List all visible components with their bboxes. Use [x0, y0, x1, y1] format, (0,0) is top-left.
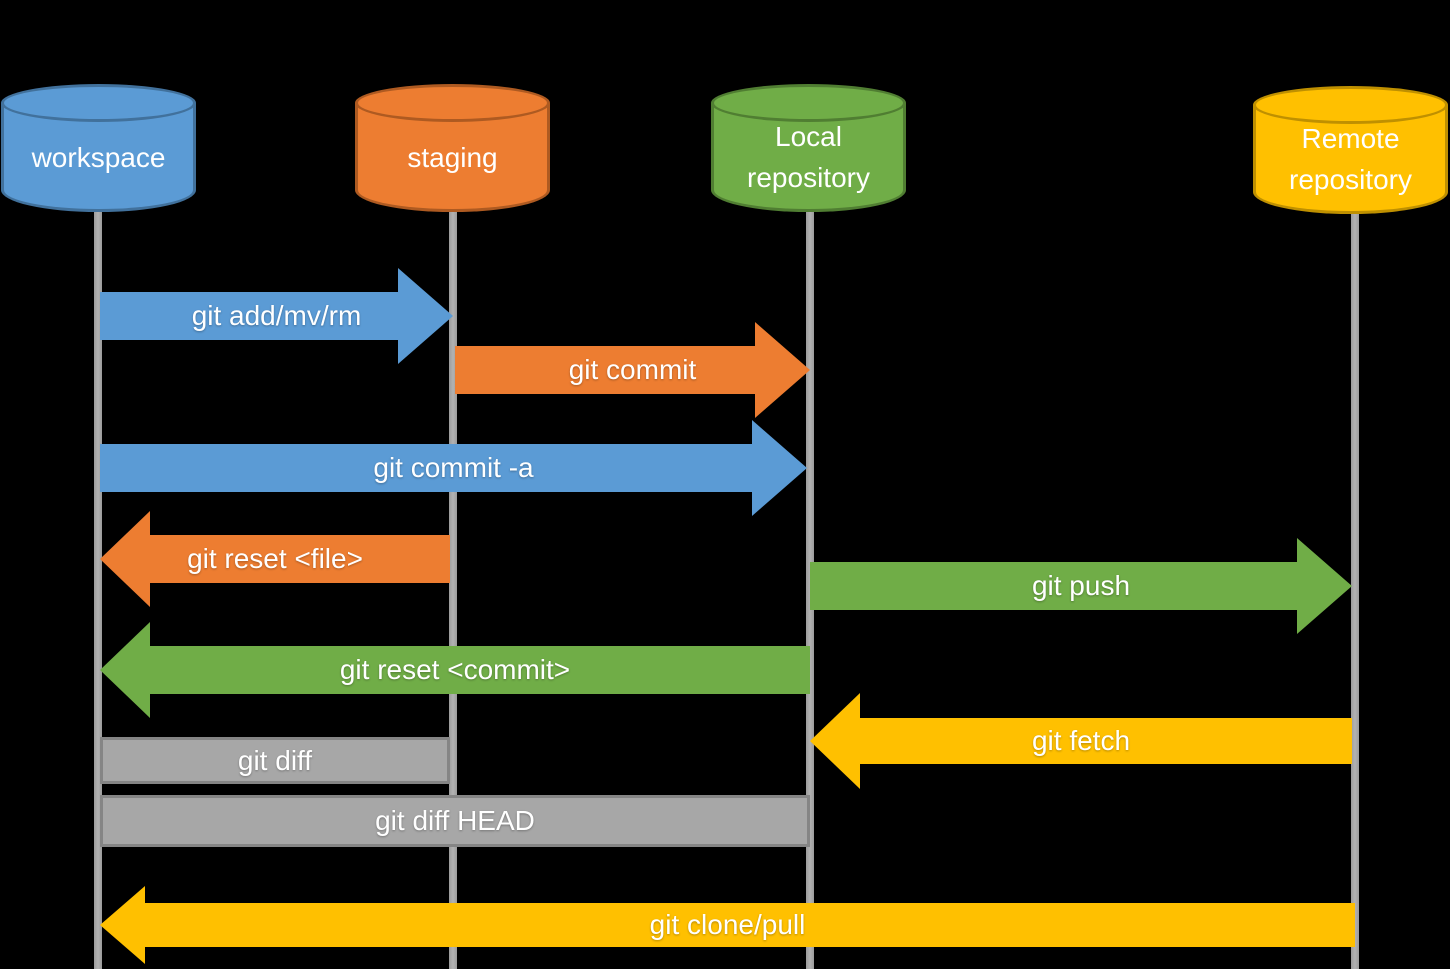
arrow-head-left-icon	[100, 511, 150, 607]
staging-node: staging	[355, 84, 550, 212]
edge-git-add-mv-rm: git add/mv/rm	[100, 268, 453, 364]
arrow-body	[858, 718, 1352, 764]
cylinder-body-icon	[1, 103, 196, 212]
edge-git-fetch: git fetch	[810, 693, 1352, 789]
edge-label: git push	[1031, 570, 1131, 601]
edge-git-commit-a: git commit -a	[100, 420, 807, 516]
edge-label: git commit	[568, 354, 697, 385]
workspace-label: workspace	[31, 141, 166, 173]
cylinder-top-icon	[1253, 86, 1448, 124]
local-repository-node: Local repository	[711, 84, 906, 212]
remote-repository-label: Remote repository	[1289, 123, 1412, 195]
arrow-head-left-icon	[810, 693, 860, 789]
arrow-head-right-icon	[398, 268, 453, 364]
arrow-head-left-icon	[100, 622, 150, 718]
cylinder-top-icon	[711, 84, 906, 122]
edge-git-reset-commit: git reset <commit>	[100, 622, 810, 718]
edge-label: git clone/pull	[649, 909, 806, 940]
arrow-body	[810, 562, 1299, 610]
arrow-body	[100, 444, 754, 492]
arrow-body	[143, 903, 1355, 947]
arrow-head-right-icon	[752, 420, 807, 516]
arrow-head-left-icon	[100, 886, 145, 964]
workspace-node: workspace	[1, 84, 196, 212]
staging-lifeline	[449, 200, 457, 969]
arrow-body	[100, 292, 400, 340]
edge-git-diff: git diff	[100, 737, 450, 784]
staging-label: staging	[407, 141, 498, 173]
arrow-body	[455, 346, 757, 394]
arrow-head-right-icon	[1297, 538, 1352, 634]
edge-label: git diff	[237, 744, 313, 776]
arrow-body	[148, 535, 450, 583]
edge-label: git reset <commit>	[339, 654, 571, 685]
remote-repository-node: Remote repository	[1253, 86, 1448, 214]
local-repository-label: Local repository	[747, 121, 870, 193]
edge-git-reset-file: git reset <file>	[100, 511, 450, 607]
arrow-head-right-icon	[755, 322, 810, 418]
arrow-body	[148, 646, 810, 694]
edge-git-push: git push	[810, 538, 1352, 634]
edge-label: git add/mv/rm	[191, 300, 362, 331]
edge-git-clone-pull: git clone/pull	[100, 886, 1355, 964]
edge-label: git fetch	[1031, 725, 1131, 756]
edge-git-diff-head: git diff HEAD	[100, 795, 810, 847]
cylinder-top-icon	[1, 84, 196, 122]
edge-label: git commit -a	[373, 452, 534, 483]
workspace-lifeline	[94, 200, 102, 969]
edge-git-commit: git commit	[455, 322, 810, 418]
edge-label: git reset <file>	[187, 543, 363, 574]
edge-label: git diff HEAD	[375, 805, 535, 836]
cylinder-top-icon	[355, 84, 550, 122]
remote-repository-lifeline	[1351, 200, 1359, 969]
